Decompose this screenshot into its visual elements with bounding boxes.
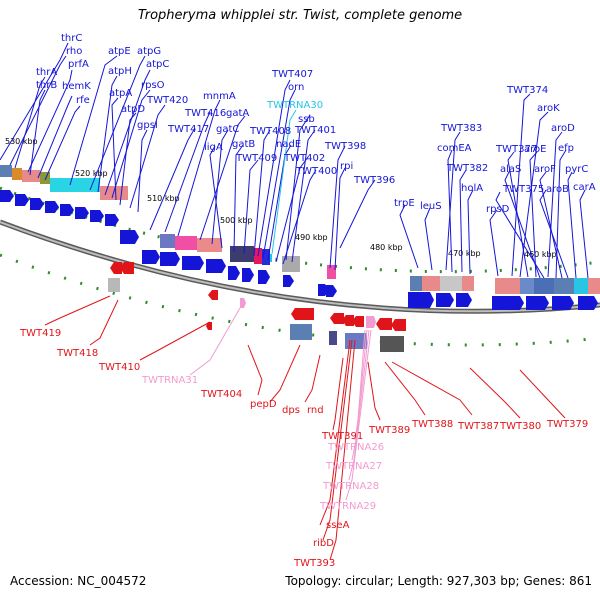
gene-label-TWT393[interactable]: TWT393 (293, 558, 335, 569)
gene-label-TWT375[interactable]: TWT375 (502, 184, 544, 195)
rna-highlight-leader (271, 109, 297, 255)
gene-label-rfe[interactable]: rfe (76, 95, 90, 106)
gene-label-TWT400[interactable]: TWT400 (295, 166, 337, 177)
tick-label: 520 kbp (75, 169, 108, 178)
inner-dot-ring (0, 253, 600, 347)
gene-label-ligA[interactable]: ligA (204, 142, 223, 153)
forward-leader-lines-right (399, 93, 589, 279)
gene-label-TWT396[interactable]: TWT396 (353, 175, 395, 186)
gene-label-rpi[interactable]: rpi (340, 161, 353, 172)
forward-leader-lines (0, 42, 376, 271)
gene-label-gpsI[interactable]: gpsI (137, 120, 158, 131)
gene-label-atpG[interactable]: atpG (137, 46, 161, 57)
gene-label-aroD[interactable]: aroD (551, 123, 575, 134)
gene-label-atpA[interactable]: atpA (109, 88, 132, 99)
tick-label: 460 kbp (524, 250, 557, 259)
gene-label-alaS[interactable]: alaS (500, 164, 521, 175)
gene-label-rnd[interactable]: rnd (307, 405, 324, 416)
gene-label-orn[interactable]: orn (288, 82, 304, 93)
cog-boxes-forward (0, 165, 600, 294)
gene-label-TWT382[interactable]: TWT382 (446, 163, 488, 174)
rna-marks (240, 254, 376, 328)
tick-label: 500 kbp (220, 216, 253, 225)
gene-label-rpsO[interactable]: rpsO (141, 80, 165, 91)
gene-label-TWT383[interactable]: TWT383 (440, 123, 482, 134)
accession-label: Accession: NC_004572 (10, 574, 147, 588)
tick-label: 490 kbp (295, 233, 328, 242)
gene-label-hemK[interactable]: hemK (62, 81, 91, 92)
genome-summary: Topology: circular; Length: 927,303 bp; … (285, 574, 592, 588)
gene-label-TWTRNA28[interactable]: TWTRNA28 (322, 481, 379, 492)
gene-label-rpsD[interactable]: rpsD (486, 204, 510, 215)
gene-label-TWT409[interactable]: TWT409 (235, 153, 277, 164)
gene-label-ssb[interactable]: ssb (298, 114, 315, 125)
gene-label-pepD[interactable]: pepD (250, 399, 277, 410)
gene-label-atpE[interactable]: atpE (108, 46, 131, 57)
gene-label-TWTRNA27[interactable]: TWTRNA27 (325, 461, 382, 472)
gene-label-aroF[interactable]: aroF (534, 164, 556, 175)
forward-gene-arrows (0, 190, 598, 310)
gene-label-atpC[interactable]: atpC (146, 59, 169, 70)
gene-label-mnmA[interactable]: mnmA (203, 91, 236, 102)
gene-label-gatA[interactable]: gatA (226, 108, 249, 119)
gene-label-trpE[interactable]: trpE (394, 198, 415, 209)
reverse-leader-lines (44, 295, 566, 561)
gene-label-TWT374[interactable]: TWT374 (506, 85, 548, 96)
gene-label-TWT418[interactable]: TWT418 (56, 348, 98, 359)
map-title: Tropheryma whipplei str. Twist, complete… (137, 8, 463, 23)
gene-label-gatB[interactable]: gatB (232, 139, 255, 150)
gene-label-TWTRNA29[interactable]: TWTRNA29 (319, 501, 376, 512)
gene-label-comEA[interactable]: comEA (437, 143, 472, 154)
gene-label-atpD[interactable]: atpD (121, 104, 145, 115)
cog-boxes-reverse (108, 278, 404, 352)
gene-label-aroK[interactable]: aroK (537, 103, 560, 114)
gene-label-TWT416[interactable]: TWT416 (184, 108, 226, 119)
gene-label-TWTRNA31[interactable]: TWTRNA31 (141, 375, 198, 386)
gene-label-TWT398[interactable]: TWT398 (324, 141, 366, 152)
gene-label-dps[interactable]: dps (282, 405, 300, 416)
gene-label-pyrC[interactable]: pyrC (565, 164, 588, 175)
outer-dot-ring (0, 186, 600, 274)
gene-label-TWT420[interactable]: TWT420 (146, 95, 188, 106)
gene-label-atpH[interactable]: atpH (108, 66, 132, 77)
gene-label-thrC[interactable]: thrC (61, 33, 82, 44)
gene-label-efp[interactable]: efp (558, 143, 574, 154)
gene-label-TWT408[interactable]: TWT408 (249, 126, 291, 137)
gene-label-rho[interactable]: rho (66, 46, 82, 57)
tick-label: 470 kbp (448, 249, 481, 258)
gene-label-thrA[interactable]: thrA (36, 67, 57, 78)
gene-label-ribD[interactable]: ribD (313, 538, 334, 549)
gene-label-TWT402[interactable]: TWT402 (283, 153, 325, 164)
gene-label-TWT387[interactable]: TWT387 (457, 421, 499, 432)
reverse-gene-arrows (110, 262, 406, 331)
gene-label-sseA[interactable]: sseA (326, 520, 350, 531)
gene-label-TWTRNA30[interactable]: TWTRNA30 (266, 100, 323, 111)
gene-label-TWT419[interactable]: TWT419 (19, 328, 61, 339)
gene-label-thrB[interactable]: thrB (36, 80, 57, 91)
gene-label-TWT391[interactable]: TWT391 (321, 431, 363, 442)
gene-label-aroB[interactable]: aroB (546, 184, 569, 195)
gene-label-TWT407[interactable]: TWT407 (271, 69, 313, 80)
gene-label-TWT379[interactable]: TWT379 (546, 419, 588, 430)
gene-label-carA[interactable]: carA (573, 182, 596, 193)
gene-label-holA[interactable]: holA (461, 183, 483, 194)
gene-label-TWT401[interactable]: TWT401 (294, 125, 336, 136)
gene-label-TWT417[interactable]: TWT417 (167, 124, 209, 135)
rna-leader-lines (189, 307, 372, 501)
gene-label-leuS[interactable]: leuS (420, 201, 442, 212)
gene-label-nadE[interactable]: nadE (276, 139, 301, 150)
gene-label-aroE[interactable]: aroE (524, 144, 546, 155)
gene-label-TWT388[interactable]: TWT388 (411, 419, 453, 430)
gene-label-TWT380[interactable]: TWT380 (499, 421, 541, 432)
gene-label-TWT404[interactable]: TWT404 (200, 389, 242, 400)
gene-label-gatC[interactable]: gatC (216, 124, 239, 135)
gene-label-TWTRNA26[interactable]: TWTRNA26 (327, 442, 384, 453)
gene-label-prfA[interactable]: prfA (68, 59, 89, 70)
tick-label: 480 kbp (370, 243, 403, 252)
gene-label-TWT377[interactable]: TWT377 (495, 144, 537, 155)
gene-label-TWT410[interactable]: TWT410 (98, 362, 140, 373)
gene-label-TWT389[interactable]: TWT389 (368, 425, 410, 436)
